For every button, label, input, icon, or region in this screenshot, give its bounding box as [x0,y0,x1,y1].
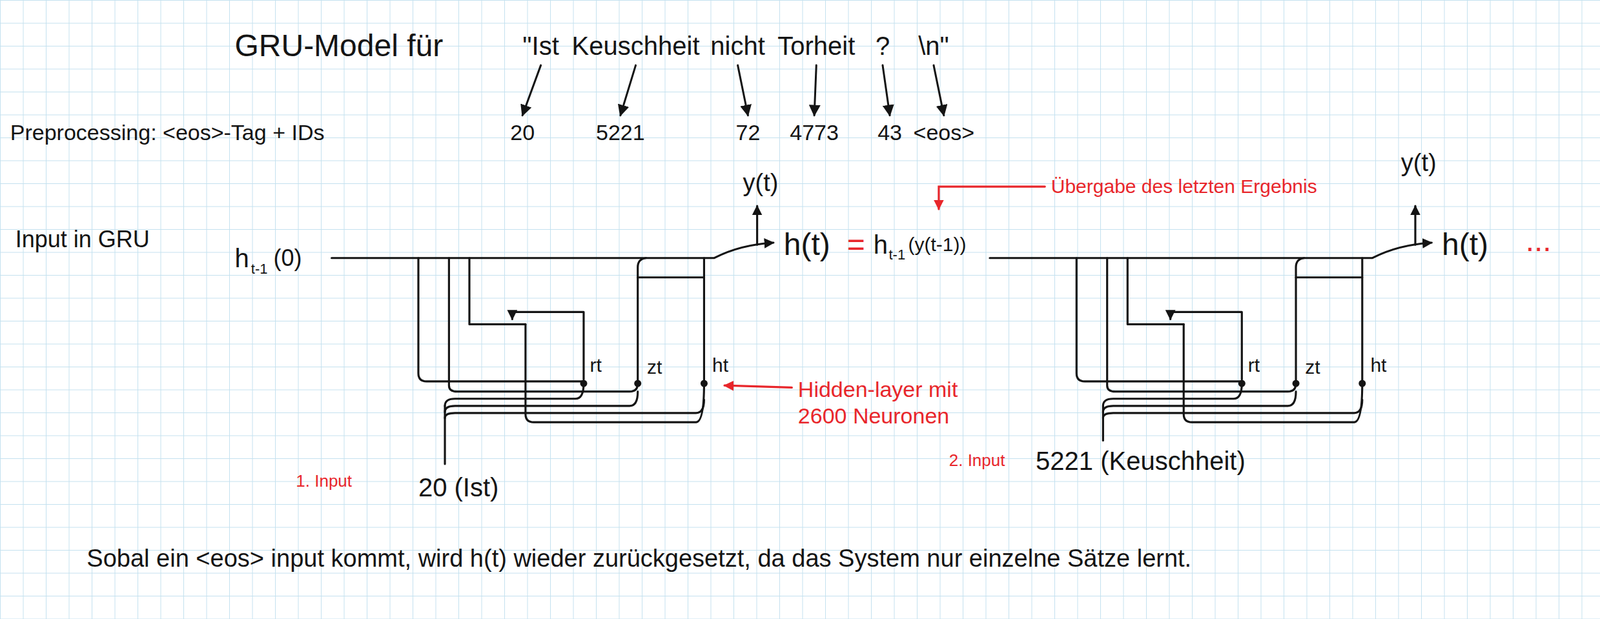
continuation-mark: ... [1525,222,1552,260]
node-text: 72 [735,120,760,145]
token-id: 5221 [594,120,647,145]
sentence-token: ? [874,31,892,61]
sentence-token: "Ist [521,31,560,61]
token-arrow [814,65,817,116]
step-label: Input in GRU [15,225,150,254]
input-value: 5221 (Keuschheit) [1035,445,1246,477]
token-arrow [738,65,749,116]
gru-cell [331,242,774,465]
gate-label: ht [1370,353,1387,378]
token-arrow [522,65,541,116]
subscript: t-1 [888,246,906,264]
input-value: 20 (Ist) [418,471,499,503]
sentence-token: \n" [916,31,951,61]
token-id: <eos> [912,120,977,145]
node-text: <eos> [913,120,975,145]
token-arrow [882,65,890,116]
node-text: 4773 [789,120,839,145]
input-label: 1. Input [295,471,352,492]
gate-label: rt [1248,353,1260,378]
token-id: 4773 [788,120,841,145]
gru-cell [418,205,758,423]
gate-label: rt [589,353,602,378]
sentence-token: Keuschheit [570,31,702,61]
output-label: y(t) [743,169,779,199]
gate-label: zt [646,355,662,380]
token-arrow [933,65,944,116]
node-text: ? [875,31,890,61]
step-label: Preprocessing: <eos>-Tag + IDs [10,119,325,146]
state-symbol: h [234,242,249,274]
node-text: Torheit [777,31,855,61]
token-id: 72 [734,120,762,145]
state-value: (y(t-1)) [908,233,967,257]
subscript: t-1 [251,260,268,278]
state-value: (0) [273,244,303,272]
callout-arrow [724,186,1045,388]
node-text: \n" [918,31,950,61]
note-text: Hidden-layer mit 2600 Neuronen [798,376,968,430]
gru-cell [1076,205,1416,423]
state-symbol: h [873,229,888,261]
sentence-token: nicht [708,31,767,61]
gate-label: zt [1304,355,1320,380]
equals-sign: = [847,225,866,264]
node-text: 5221 [595,120,646,145]
gate-label: ht [712,353,729,378]
state-label: h(t) [1441,225,1489,264]
title: GRU-Model für [234,27,443,65]
output-label: y(t) [1401,148,1437,179]
token-id: 43 [876,120,904,145]
node-text: "Ist [522,31,559,61]
token-id: 20 [508,120,536,145]
node-text: 20 [510,120,535,145]
state-label: h(t) [783,225,831,264]
input-label: 2. Input [949,451,1006,472]
token-arrow [620,65,636,116]
node-text: nicht [710,31,766,61]
footnote: Sobal ein <eos> input kommt, wird h(t) w… [86,544,1192,575]
node-text: 43 [877,120,903,145]
gru-cell [989,242,1432,442]
node-text: Keuschheit [572,31,700,61]
sentence-token: Torheit [776,31,857,61]
note-text: Übergabe des letzten Ergebnis [1051,174,1318,199]
